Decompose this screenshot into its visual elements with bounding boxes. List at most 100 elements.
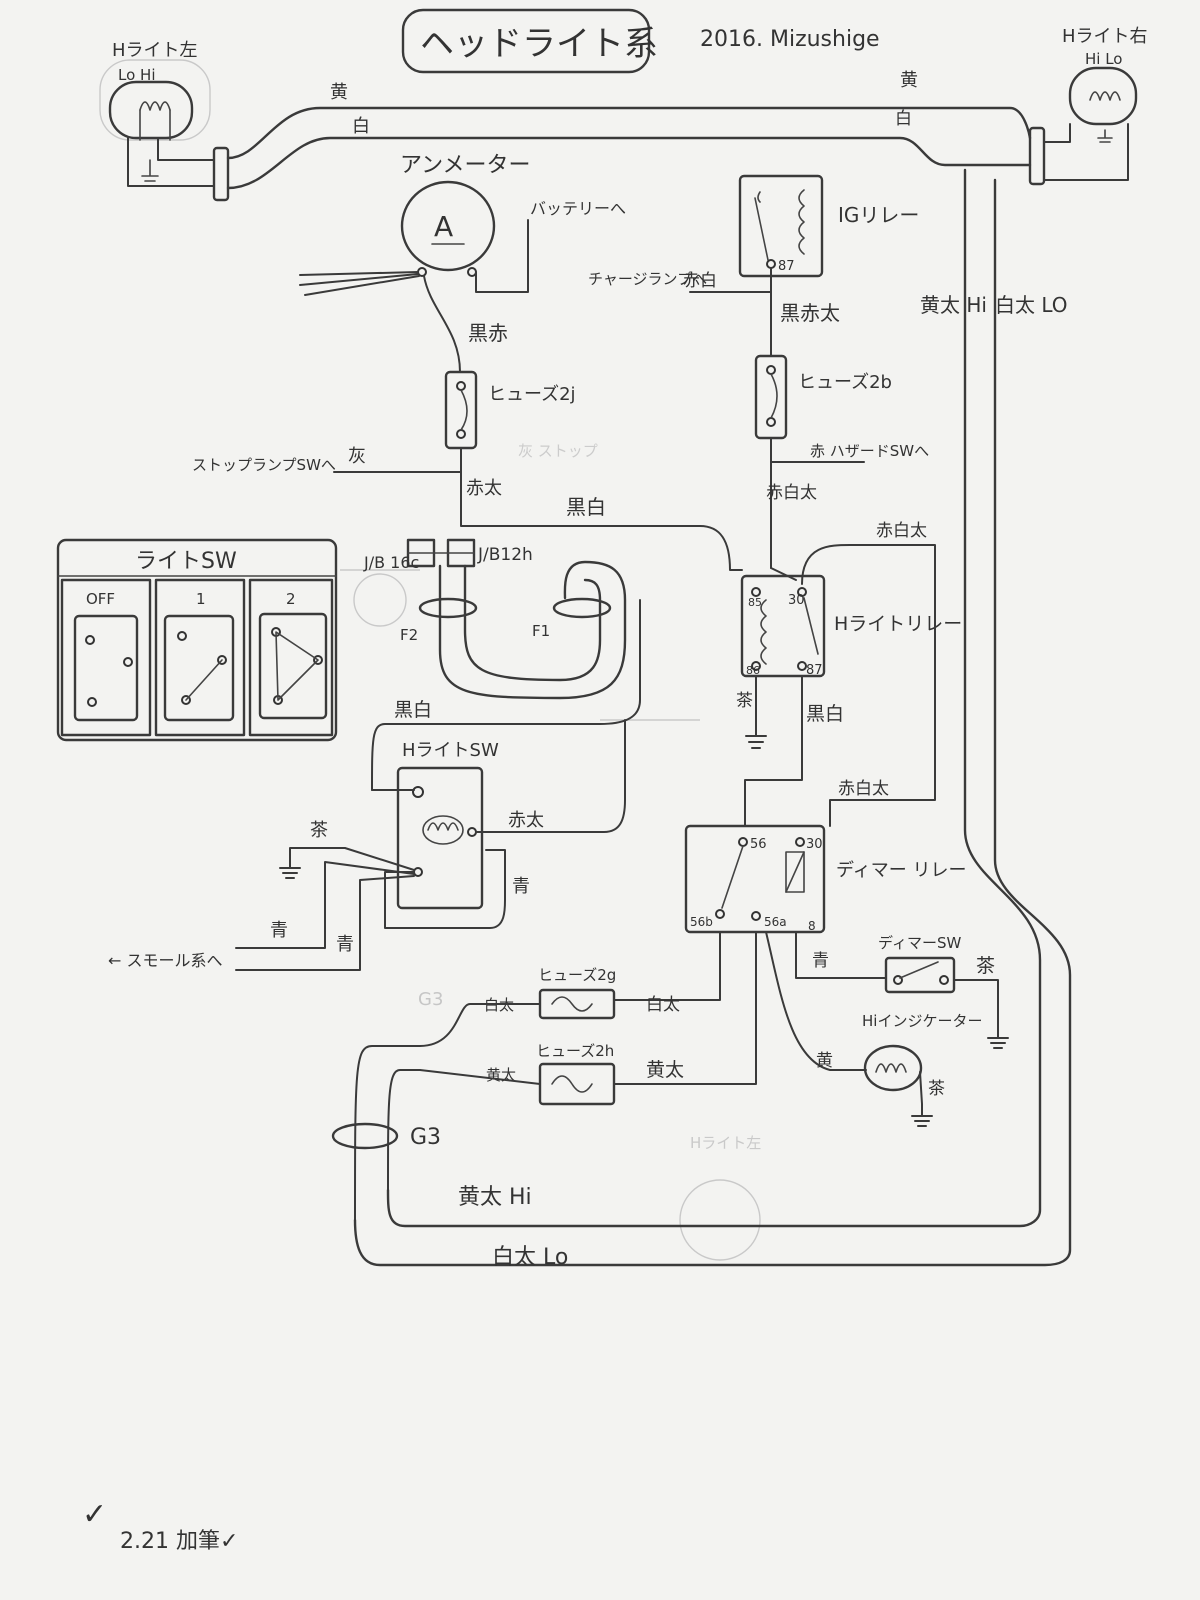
dimmer-t56a: 56a [764, 915, 787, 929]
small-lights-wire1: 青 [270, 920, 288, 941]
light-sw-pos-off: OFF [86, 590, 115, 608]
right-headlight-label: Hライト右 [1062, 26, 1148, 47]
ammeter-label: アンメーター [400, 153, 530, 178]
trunk-hi-label: 黄太 Hi [920, 293, 987, 317]
fuse-2b-out-wire: 赤白太 [766, 483, 817, 503]
fuse-2b-label: ヒューズ2b [798, 372, 892, 393]
right-trunk: 黄太 Hi 白太 LO [353, 168, 1072, 1267]
jb-12h-label: J/B12h [477, 545, 533, 565]
fuse-2h: ヒューズ2h 黄太 黄太 [387, 1042, 684, 1191]
left-connector [212, 146, 230, 202]
ig-relay: 87 IGリレー チャージランプへ 赤白 黒赤太 [588, 174, 919, 357]
h-light-sw-out-wire: 赤太 [508, 810, 544, 831]
ammeter-symbol: A [434, 210, 453, 243]
ammeter: アンメーター A バッテリーへ 黒赤 [299, 153, 626, 373]
right-connector [1028, 126, 1046, 186]
fuse-2g-label: ヒューズ2g [538, 966, 616, 984]
h-light-relay: 85 30 86 87 Hライトリレー 赤白太 茶 黒白 [736, 521, 962, 827]
h-light-relay-label: Hライトリレー [834, 613, 962, 635]
h-light-sw-coil [427, 822, 459, 831]
g3-lo-label: 白太 Lo [492, 1245, 568, 1270]
jb-16c-label: J/B 16c [363, 553, 419, 572]
small-lights-wire2: 青 [336, 934, 354, 955]
dimmer-relay: 56 30 ディマー リレー 56b 56a 8 赤白太 [613, 779, 966, 1085]
right-bulb-filament [1089, 91, 1121, 101]
dimmer-t30: 30 [806, 837, 823, 852]
fuse-2h-label: ヒューズ2h [536, 1042, 614, 1060]
f2-label: F2 [400, 626, 418, 644]
h-light-sw-blue: 青 [512, 876, 530, 897]
fuse-2b: ヒューズ2b 赤 ハザードSWへ 赤白太 [754, 354, 929, 569]
hazard-sw: 赤 ハザードSWへ [810, 442, 929, 460]
charge-lamp-wire: 赤白 [683, 271, 717, 291]
ammeter-out-wire: 黒赤 [468, 321, 508, 345]
stop-lamp-wire: 灰 [348, 446, 366, 467]
h-relay-t86: 86 [746, 664, 760, 677]
h-light-sw-in-wire: 黒白 [394, 699, 432, 721]
dimmer-sw: ディマーSW 青 茶 [812, 934, 1009, 1049]
wire-white-left: 白 [352, 116, 370, 137]
left-headlight-label: Hライト左 [112, 40, 198, 61]
wire-yellow-right: 黄 [900, 70, 918, 91]
h-relay-t87: 87 [806, 663, 823, 678]
light-sw-pos-2: 2 [286, 590, 296, 608]
left-headlight-sub: Lo Hi [118, 66, 156, 84]
dimmer-in-wire: 赤白太 [838, 779, 889, 799]
h-relay-ground: 茶 [736, 691, 753, 711]
light-sw-panel: ライトSW OFF 1 2 [56, 538, 338, 742]
check-mark: ✓ [82, 1497, 107, 1532]
fuse-2g-out-wire: 白太 [646, 995, 680, 1015]
g3-connector: G3 黄太 Hi 白太 Lo [331, 1122, 568, 1270]
ghost-marks: G3 Hライト左 灰 ストップ [99, 59, 761, 1261]
fuse-2j: ヒューズ2j ストップランプSWへ 灰 赤太 [192, 370, 576, 521]
stop-lamp-sw: ストップランプSWへ [192, 456, 336, 474]
hi-indicator-label: Hiインジケーター [862, 1012, 982, 1030]
ghost-headlight: Hライト左 [690, 1134, 761, 1152]
footer-note: 2.21 加筆✓ [120, 1529, 238, 1554]
title-block: ヘッドライト系 2016. Mizushige [401, 8, 880, 74]
f1-label: F1 [532, 622, 550, 640]
left-headlight: Hライト左 Lo Hi [108, 40, 230, 202]
fuse-2h-out-wire: 黄太 [646, 1059, 684, 1081]
wire-yellow-left: 黄 [330, 82, 348, 103]
top-harness: 黄 白 黄 白 [226, 70, 1032, 190]
left-bulb-filament [139, 101, 171, 111]
footer: ✓ 2.21 加筆✓ [82, 1497, 238, 1554]
small-lights-label: ← スモール系へ [108, 951, 223, 970]
jb-connectors: 黒白 J/B 16c J/B12h F2 F1 [363, 495, 743, 791]
wire-black-white-top: 黒白 [566, 495, 606, 519]
trunk-lo-label: 白太 LO [995, 293, 1068, 317]
dimmer-sw-in-wire: 青 [812, 951, 829, 971]
h-relay-in-wire: 赤白太 [876, 521, 927, 541]
ghost-g3: G3 [418, 989, 443, 1010]
fuse-2j-label: ヒューズ2j [488, 384, 576, 405]
h-relay-t85: 85 [748, 596, 762, 609]
ghost-stop: 灰 ストップ [518, 442, 598, 460]
hi-indicator-in-wire: 黄 [816, 1051, 833, 1071]
ammeter-battery: バッテリーへ [530, 199, 626, 218]
author-date: 2016. Mizushige [700, 27, 880, 52]
h-relay-out-wire: 黒白 [806, 703, 844, 725]
fuse-2j-out-wire: 赤太 [466, 478, 502, 499]
g3-label: G3 [410, 1125, 441, 1150]
light-sw-pos-1: 1 [196, 590, 206, 608]
hi-indicator-ground: 茶 [928, 1079, 945, 1099]
page-title: ヘッドライト系 [420, 24, 658, 64]
h-light-sw: 黒白 HライトSW 赤太 青 茶 ← スモール系へ 青 青 [108, 699, 626, 971]
dimmer-sw-label: ディマーSW [878, 934, 961, 952]
hi-indicator-filament [875, 1063, 907, 1073]
ig-relay-terminal: 87 [778, 259, 795, 274]
fuse-2g: ヒューズ2g 白太 白太 [354, 966, 680, 1221]
dimmer-t56b: 56b [690, 915, 713, 929]
right-headlight-sub: Hi Lo [1085, 50, 1123, 68]
wire-white-right: 白 [895, 109, 912, 129]
ig-relay-out-wire: 黒赤太 [780, 301, 840, 325]
dimmer-t56: 56 [750, 837, 767, 852]
g3-hi-label: 黄太 Hi [458, 1185, 532, 1210]
dimmer-t86: 8 [808, 919, 816, 933]
h-light-sw-label: HライトSW [402, 740, 499, 761]
ig-relay-label: IGリレー [838, 203, 919, 227]
hi-indicator: Hiインジケーター 黄 茶 [816, 1012, 982, 1127]
charge-lamp: チャージランプへ [588, 270, 707, 288]
dimmer-relay-label: ディマー リレー [836, 860, 966, 881]
